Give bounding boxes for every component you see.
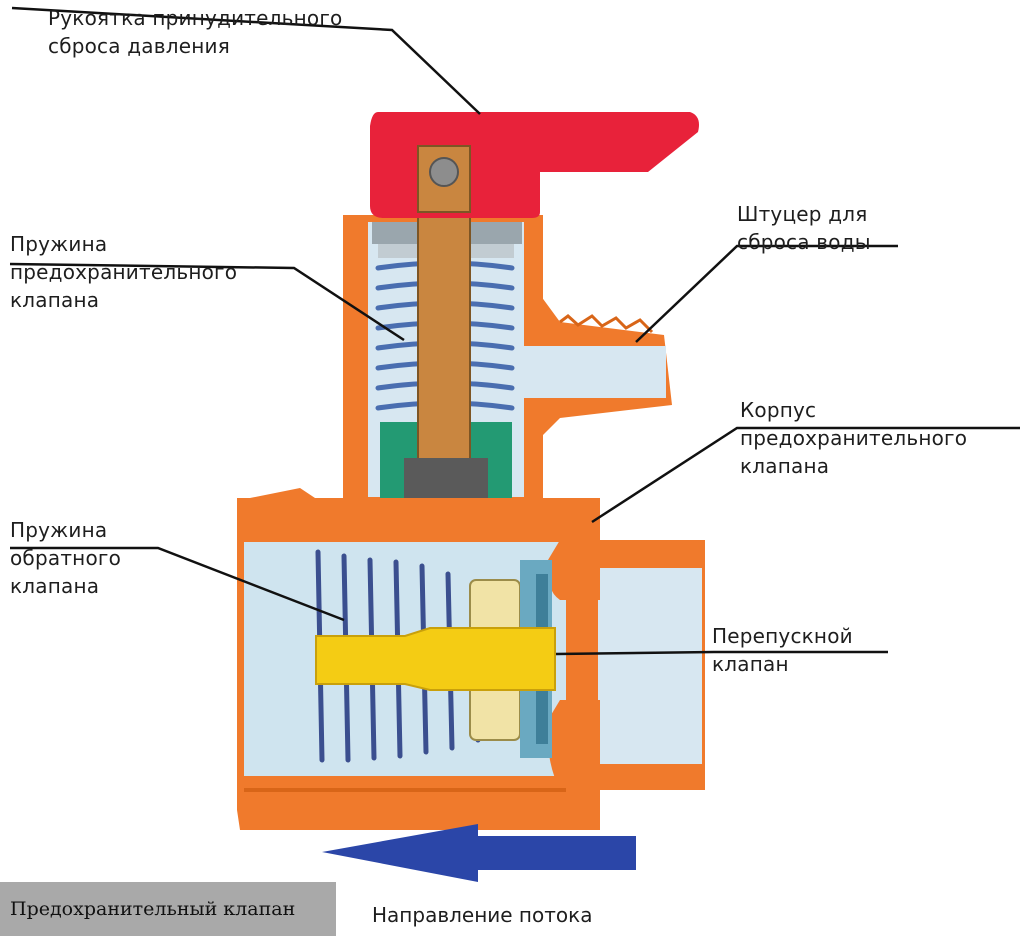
leader-line-handle: [11, 6, 481, 115]
label-housing: Корпус предохранительного клапана: [740, 398, 968, 478]
leader-line-safety-spring: [9, 262, 405, 342]
label-bypass: Перепускной клапан: [712, 624, 853, 676]
leader-line-bypass: [555, 650, 888, 656]
label-safety-spring: Пружина предохранительного клапана: [10, 232, 238, 312]
label-handle: Рукоятка принудительного сброса давления: [48, 6, 343, 58]
leader-line-fitting: [635, 244, 898, 343]
caption-text: Предохранительный клапан: [10, 898, 296, 920]
caption-box: Предохранительный клапан: [0, 882, 336, 936]
flow-direction-arrow: [322, 824, 636, 882]
leader-line-housing: [591, 426, 1020, 524]
check-valve-stem: [315, 627, 556, 691]
leader-line-check-spring: [10, 546, 345, 622]
label-fitting: Штуцер для сброса воды: [737, 202, 871, 254]
flow-direction-label: Направление потока: [372, 903, 593, 927]
stem-foot: [404, 458, 488, 502]
label-check-spring: Пружина обратного клапана: [10, 518, 122, 598]
handle-pivot-pin: [429, 157, 459, 187]
